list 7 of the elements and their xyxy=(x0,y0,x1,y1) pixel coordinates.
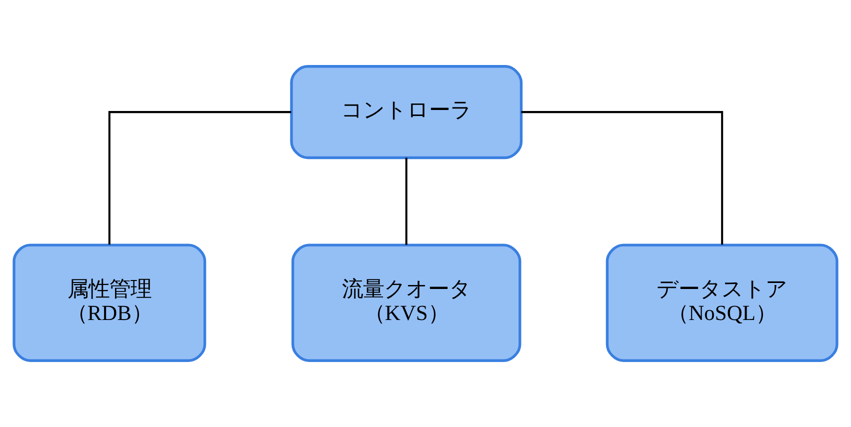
node-box: 属性管理 （RDB） xyxy=(12,244,206,362)
connector xyxy=(521,111,724,245)
node-box: 流量クオータ （KVS） xyxy=(291,244,522,362)
node-box: データストア （NoSQL） xyxy=(606,244,838,362)
connector xyxy=(108,111,292,245)
connector xyxy=(405,158,408,245)
node-box: コントローラ xyxy=(290,65,523,160)
